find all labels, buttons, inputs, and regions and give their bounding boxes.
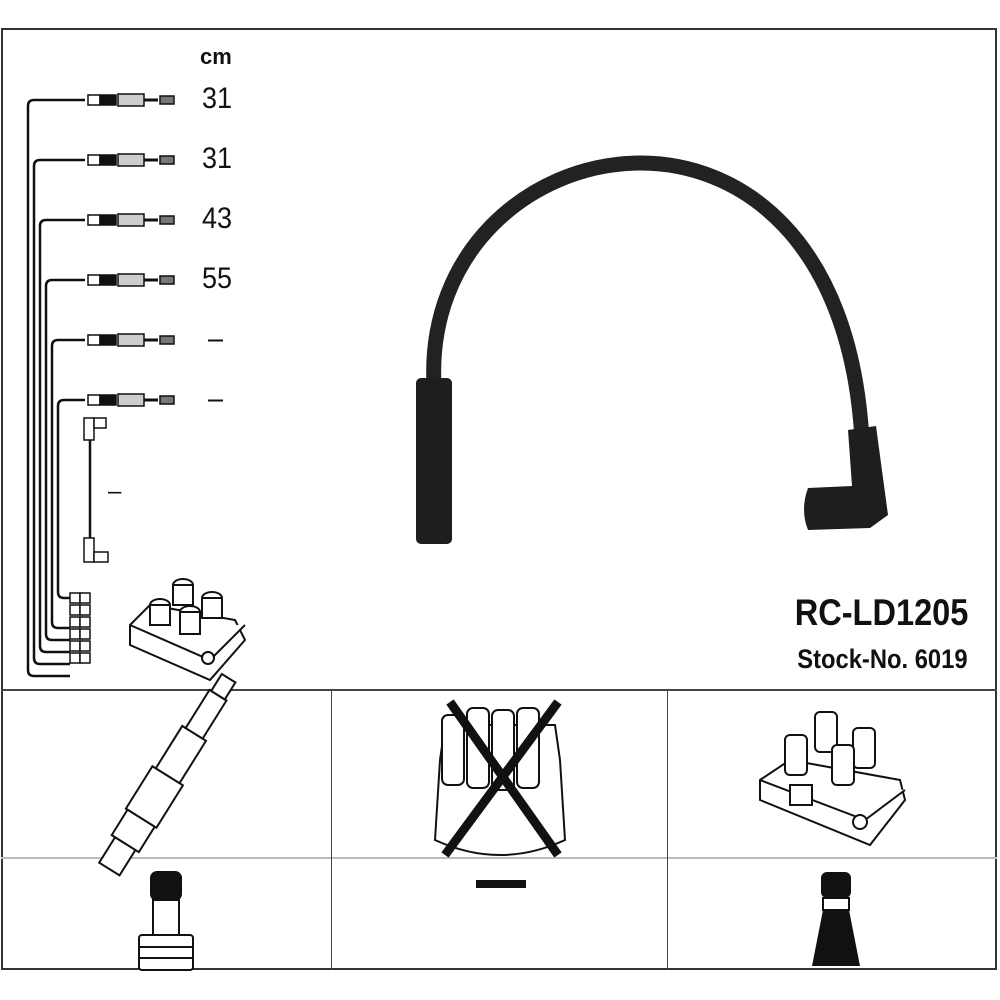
connector-part	[87, 214, 101, 226]
connector-part	[87, 154, 101, 166]
connector-part	[87, 274, 101, 286]
wire-route	[32, 158, 85, 666]
connector-part	[117, 273, 145, 287]
diagram-frame	[1, 28, 997, 970]
connector-part	[79, 616, 91, 628]
connector-part	[117, 153, 145, 167]
ignition-cable-illustration	[416, 155, 888, 544]
unit-label: cm	[200, 44, 232, 69]
coil-lead	[83, 417, 109, 563]
connector-part	[117, 93, 145, 107]
connector-part	[159, 155, 175, 165]
connector-part	[99, 274, 117, 286]
ignition-coil-icon	[759, 711, 907, 847]
coil-wire-length: –	[108, 478, 122, 505]
wire-length: 31	[202, 142, 233, 175]
connector-part	[79, 604, 91, 616]
connector-part	[159, 335, 175, 345]
connector-part	[69, 592, 81, 604]
coil-pack-small-icon	[129, 578, 247, 682]
wire-length: 31	[202, 82, 233, 115]
connector-part	[69, 604, 81, 616]
wire-route	[44, 278, 85, 642]
connector-part	[117, 393, 145, 407]
stock-number: Stock-No. 6019	[797, 644, 968, 674]
divider	[1, 857, 997, 859]
connector-part	[159, 215, 175, 225]
connector-part	[79, 628, 91, 640]
connector-part	[79, 592, 91, 604]
coil-boot-icon	[812, 872, 860, 966]
distributor-boot-none: –	[476, 880, 526, 888]
divider	[667, 690, 668, 970]
connector-part	[159, 275, 175, 285]
connector-part	[99, 334, 117, 346]
wire-route	[38, 218, 85, 654]
distributor-cap-crossed-icon	[433, 699, 567, 858]
part-number: RC-LD1205	[794, 592, 968, 633]
connector-part	[159, 95, 175, 105]
connector-part	[79, 640, 91, 652]
connector-part	[99, 394, 117, 406]
connector-part	[99, 94, 117, 106]
connector-part	[69, 616, 81, 628]
wire-route	[50, 338, 85, 630]
spark-plug-icon	[97, 672, 237, 877]
connector-part	[69, 640, 81, 652]
connector-part	[117, 213, 145, 227]
connector-part	[79, 652, 91, 664]
wire-route	[56, 398, 85, 600]
connector-part	[87, 334, 101, 346]
divider	[331, 690, 332, 970]
connector-part	[87, 394, 101, 406]
wire-length: 55	[202, 262, 233, 295]
connector-part	[159, 395, 175, 405]
wire-length: –	[208, 322, 224, 355]
straight-boot-icon	[138, 871, 194, 971]
connector-part	[99, 214, 117, 226]
wire-length: –	[208, 382, 224, 415]
divider	[1, 689, 997, 691]
connector-part	[69, 628, 81, 640]
connector-part	[87, 94, 101, 106]
connector-part	[69, 652, 81, 664]
connector-part	[99, 154, 117, 166]
wire-length: 43	[202, 202, 233, 235]
wire-route	[26, 98, 85, 678]
connector-part	[117, 333, 145, 347]
